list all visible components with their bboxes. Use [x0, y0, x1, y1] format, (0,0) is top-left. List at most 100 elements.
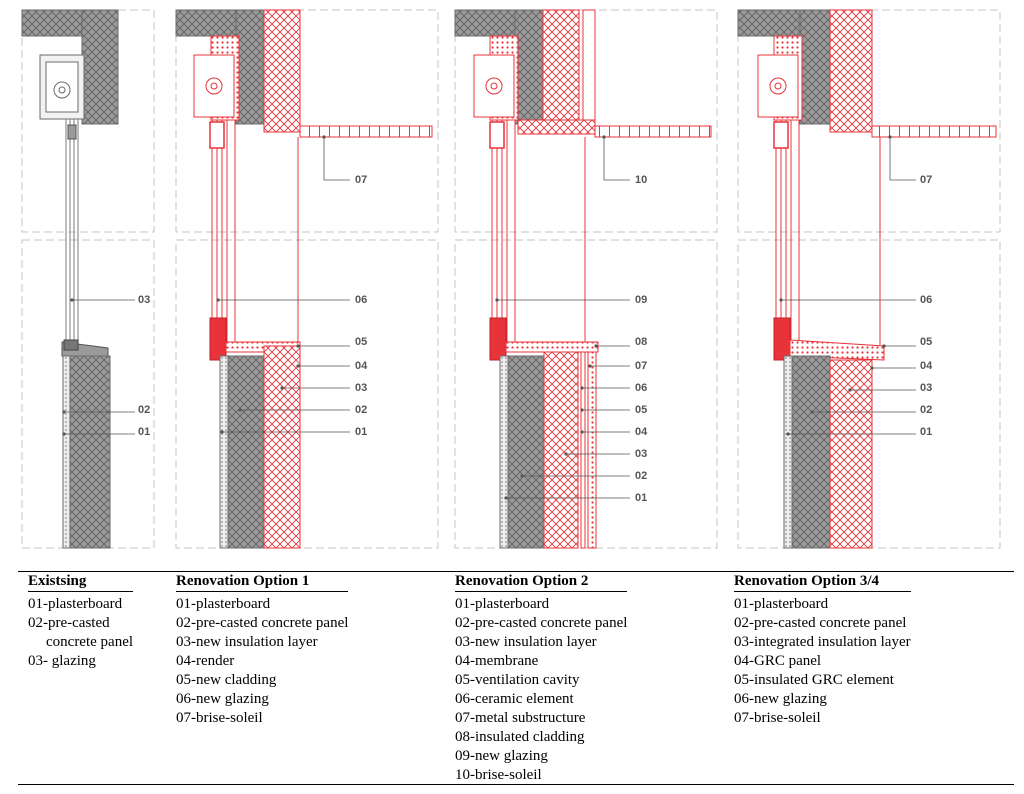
- callout-dot: [495, 298, 499, 302]
- callout-label: 01: [635, 492, 647, 504]
- callout-label: 02: [355, 404, 367, 416]
- callout-label: 09: [635, 294, 647, 306]
- legend-item: 05-insulated GRC element: [734, 672, 894, 688]
- legend-item: 04-render: [176, 653, 235, 669]
- legend-item: 01-plasterboard: [28, 596, 123, 612]
- callout-dot: [580, 430, 584, 434]
- callout-dot: [70, 298, 74, 302]
- legend-item: 06-ceramic element: [455, 691, 574, 707]
- callout-leader: [889, 137, 916, 181]
- callout-dot: [594, 344, 598, 348]
- callout-label: 06: [635, 382, 647, 394]
- legend-item: 06-new glazing: [734, 691, 827, 707]
- callout-dot: [810, 410, 814, 414]
- callout-label: 06: [355, 294, 367, 306]
- callout-label: 03: [635, 448, 647, 460]
- callout-label: 02: [920, 404, 932, 416]
- callout-dot: [848, 388, 852, 392]
- legend-item: 03-new insulation layer: [176, 634, 318, 650]
- callout-dot: [786, 432, 790, 436]
- callout-label: 01: [355, 426, 367, 438]
- legend-item: 07-metal substructure: [455, 710, 586, 726]
- callout-dot: [296, 364, 300, 368]
- legend-heading: Exists​ing: [28, 572, 134, 592]
- legend-heading: Renovation Option 2: [455, 572, 628, 592]
- callout-label: 03: [138, 294, 150, 306]
- callout-leader: [603, 137, 630, 181]
- callout-dot: [882, 344, 886, 348]
- legend-column-option34: Renovation Option 3/4 01-plasterboard 02…: [734, 572, 911, 728]
- callout-label: 02: [635, 470, 647, 482]
- legend-item: 02-pre-casted: [28, 615, 110, 631]
- callout-label: 06: [920, 294, 932, 306]
- legend-item: 07-brise-soleil: [734, 710, 821, 726]
- legend-column-option1: Renovation Option 1 01-plasterboard 02-p…: [176, 572, 349, 728]
- legend-column-option2: Renovation Option 2 01-plasterboard 02-p…: [455, 572, 628, 785]
- legend-heading: Renovation Option 3/4: [734, 572, 911, 592]
- legend-item: 02-pre-casted concrete panel: [176, 615, 349, 631]
- callout-label: 01: [138, 426, 150, 438]
- callout-dot: [220, 430, 224, 434]
- callout-dot: [588, 364, 592, 368]
- panel-option2: [454, 9, 718, 549]
- callout-labels: 03 02 01 07 06 05 04 03 02 01 10 09 08 07 06 05 04 03 02 01…: [62, 135, 933, 504]
- callout-leader: [323, 137, 350, 181]
- legend-heading: Renovation Option 1: [176, 572, 349, 592]
- legend-item: 09-new glazing: [455, 748, 548, 764]
- panel-option1: [175, 9, 439, 549]
- legend-item: 03-new insulation layer: [455, 634, 597, 650]
- legend-item: 01-plasterboard: [176, 596, 271, 612]
- callout-dot: [296, 344, 300, 348]
- callout-label: 10: [635, 174, 647, 186]
- callout-label: 08: [635, 336, 647, 348]
- callout-label: 03: [920, 382, 932, 394]
- callout-label: 07: [920, 174, 932, 186]
- legend-item: concrete panel: [46, 634, 134, 650]
- callout-dot: [504, 496, 508, 500]
- callout-dot: [779, 298, 783, 302]
- callout-dot: [280, 386, 284, 390]
- callout-dot: [602, 135, 606, 139]
- callout-dot: [322, 135, 326, 139]
- callout-label: 04: [355, 360, 368, 372]
- legend-item: 04-membrane: [455, 653, 539, 669]
- legend-item: 06-new glazing: [176, 691, 269, 707]
- legend-item: 05-ventilation cavity: [455, 672, 580, 688]
- callout-label: 07: [355, 174, 367, 186]
- legend-item: 02-pre-casted concrete panel: [455, 615, 628, 631]
- callout-dot: [216, 298, 220, 302]
- callout-dot: [564, 452, 568, 456]
- callout-dot: [520, 474, 524, 478]
- legend-item: 01-plasterboard: [455, 596, 550, 612]
- callout-label: 03: [355, 382, 367, 394]
- panel-option34: [737, 9, 1001, 549]
- section-drawings: 03 02 01 07 06 05 04 03 02 01 10 09 08 07 06 05 04 03 02 01…: [21, 9, 1001, 549]
- callout-dot: [238, 408, 242, 412]
- callout-label: 05: [920, 336, 932, 348]
- legend-item: 05-new cladding: [176, 672, 277, 688]
- legend-item: 01-plasterboard: [734, 596, 829, 612]
- callout-label: 07: [635, 360, 647, 372]
- callout-dot: [62, 432, 66, 436]
- legend-item: 03-integrated insulation layer: [734, 634, 911, 650]
- callout-label: 05: [355, 336, 367, 348]
- callout-label: 02: [138, 404, 150, 416]
- callout-dot: [580, 386, 584, 390]
- legend-item: 10-brise-soleil: [455, 767, 542, 783]
- legend-item: 07-brise-soleil: [176, 710, 263, 726]
- callout-label: 05: [635, 404, 647, 416]
- legend-column-existing: Exists​ing 01-plasterboard 02-pre-casted…: [28, 572, 134, 671]
- legend-table: Exists​ing 01-plasterboard 02-pre-casted…: [18, 571, 1014, 785]
- callout-dot: [870, 366, 874, 370]
- callout-dot: [888, 135, 892, 139]
- callout-label: 04: [920, 360, 933, 372]
- legend-item: 04-GRC panel: [734, 653, 822, 669]
- panel-existing: [21, 9, 155, 549]
- callout-dot: [580, 408, 584, 412]
- callout-dot: [62, 410, 66, 414]
- callout-label: 01: [920, 426, 932, 438]
- legend-item: 02-pre-casted concrete panel: [734, 615, 907, 631]
- legend-item: 08-insulated cladding: [455, 729, 585, 745]
- callout-label: 04: [635, 426, 648, 438]
- legend-item: 03- glazing: [28, 653, 96, 669]
